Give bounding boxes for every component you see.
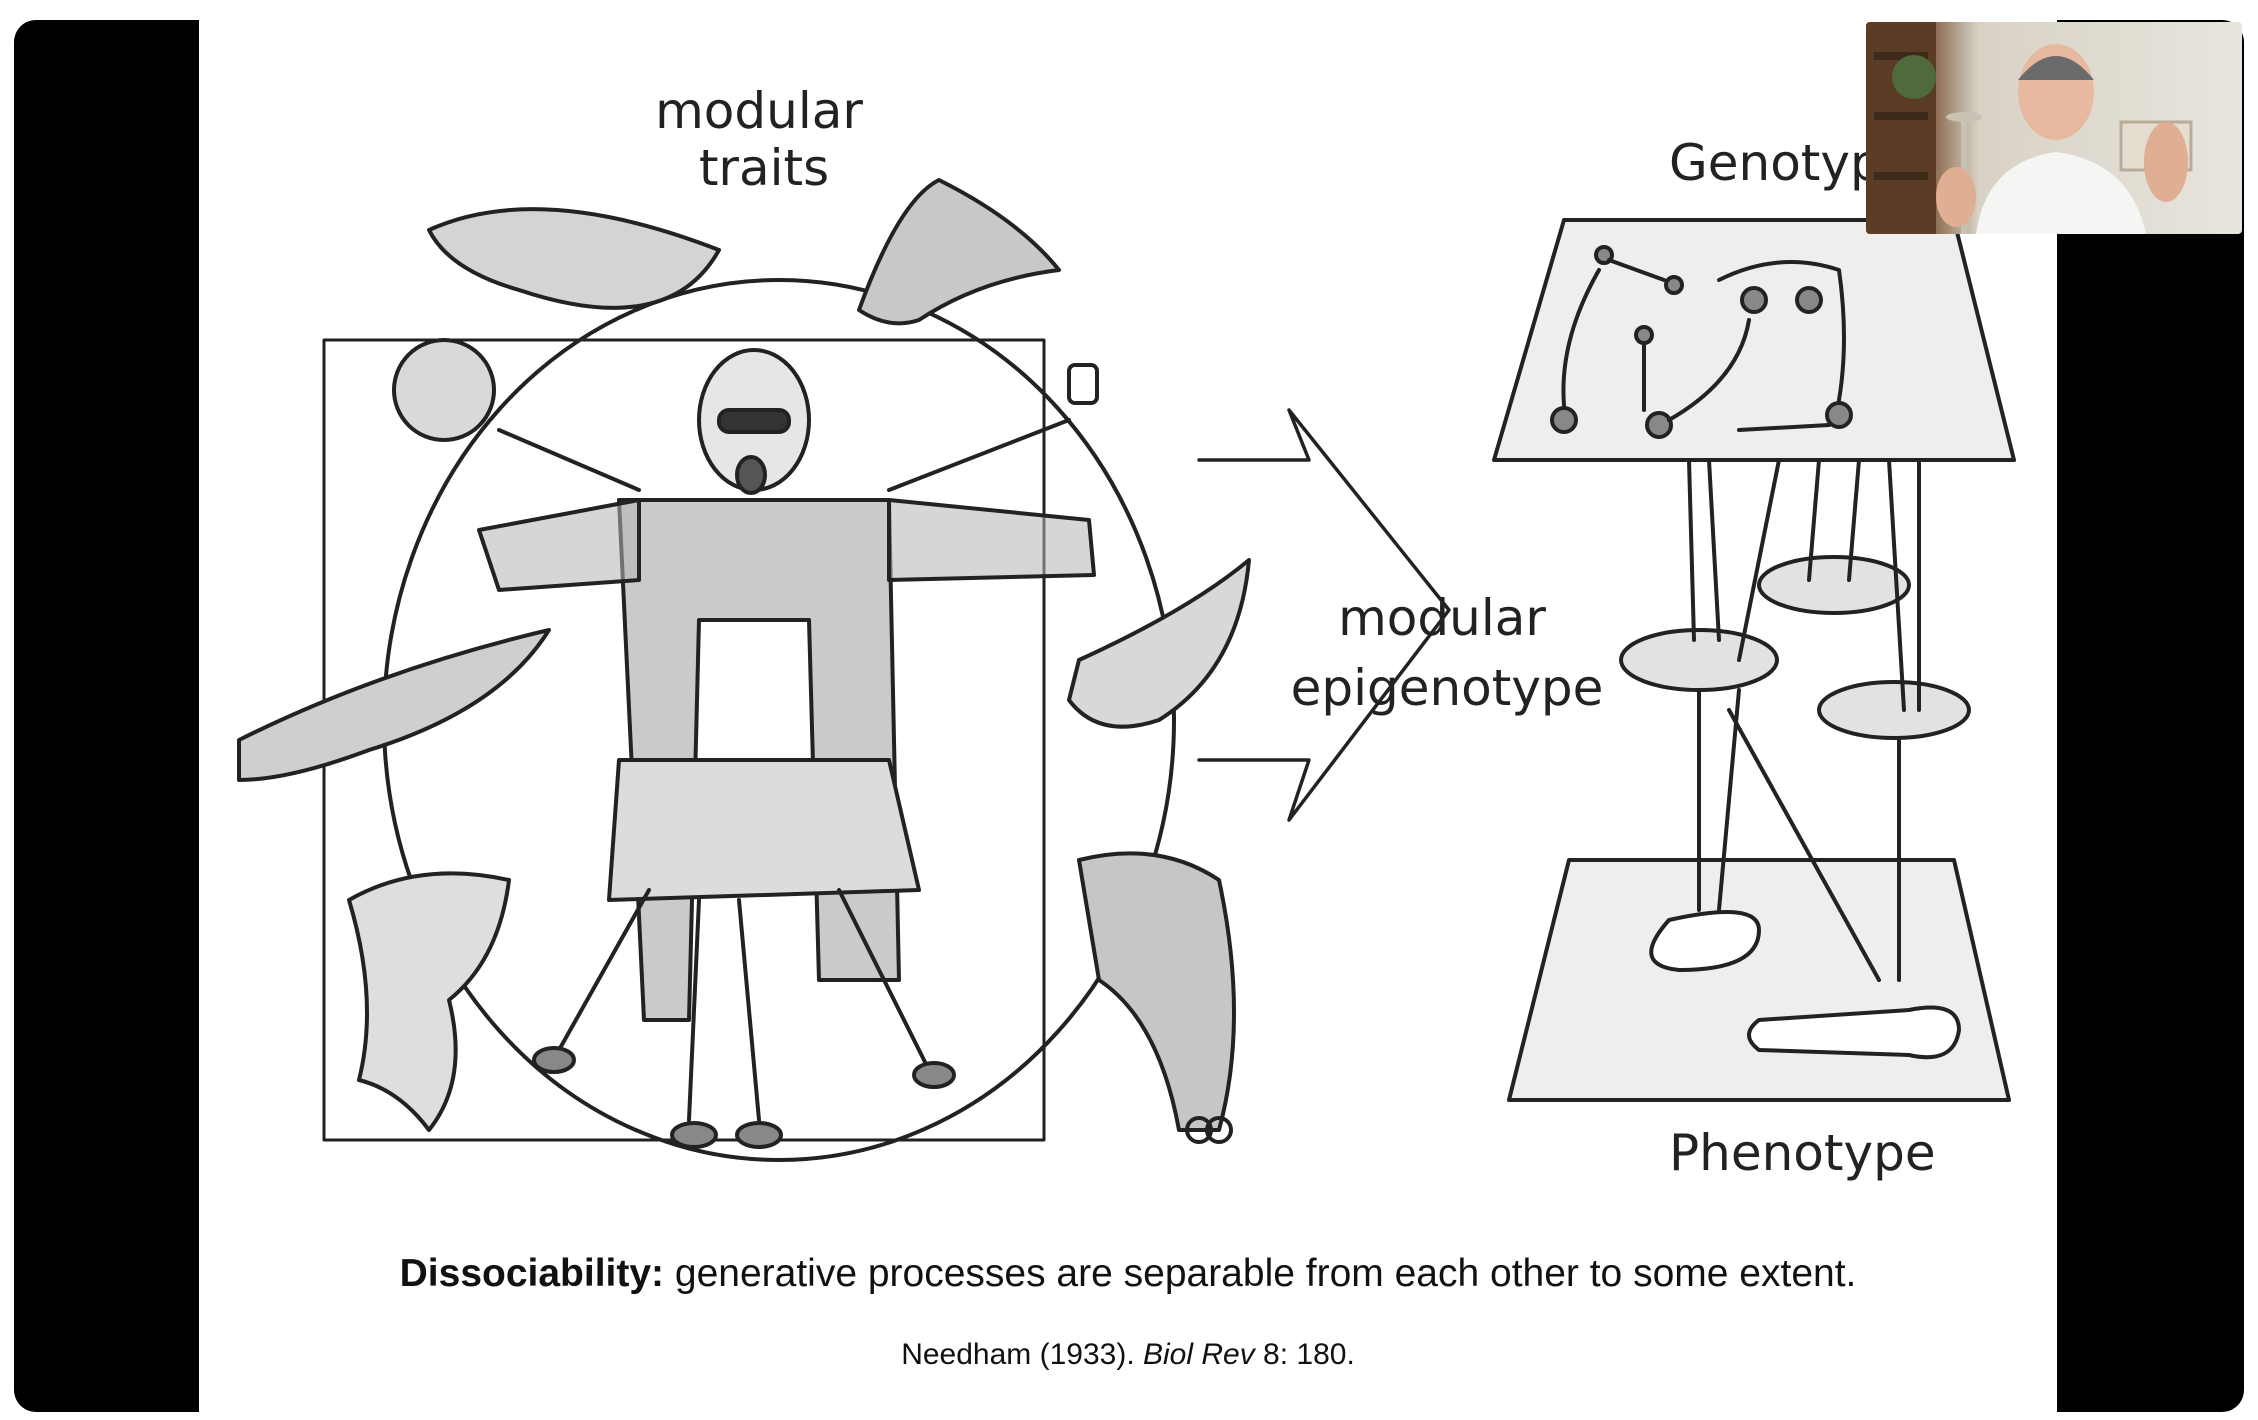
phenotype-platform xyxy=(1507,688,2011,1102)
caption: Dissociability: generative processes are… xyxy=(199,1252,2057,1296)
presenter-video-thumbnail[interactable] xyxy=(1866,22,2242,234)
label-modular-traits-line1: modular xyxy=(655,82,863,140)
reference-volume-pages: 8: 180. xyxy=(1254,1338,1355,1371)
transition-arrow xyxy=(1197,408,1451,822)
label-modular-epigenotype-line1: modular xyxy=(1338,589,1546,647)
reference-journal: Biol Rev xyxy=(1143,1338,1255,1371)
reference-citation: Needham (1933). Biol Rev 8: 180. xyxy=(199,1338,2057,1372)
epigenotype-modules xyxy=(1619,458,1971,740)
caption-definition: generative processes are separable from … xyxy=(664,1252,1857,1295)
slide-illustration: modular traits modular epigenotype Genot… xyxy=(237,82,2016,1182)
caption-term: Dissociability: xyxy=(399,1252,665,1295)
presentation-frame: modular traits modular epigenotype Genot… xyxy=(14,20,2244,1412)
label-phenotype: Phenotype xyxy=(1669,1124,1936,1182)
reference-author-year: Needham (1933). xyxy=(901,1338,1143,1371)
label-modular-traits-line2: traits xyxy=(699,139,829,197)
label-modular-epigenotype-line2: epigenotype xyxy=(1291,659,1604,717)
modular-trait-sketches xyxy=(237,178,1251,1144)
figure-drawing xyxy=(477,348,1096,1149)
genotype-platform xyxy=(1492,218,2016,462)
slide: modular traits modular epigenotype Genot… xyxy=(199,20,2057,1412)
